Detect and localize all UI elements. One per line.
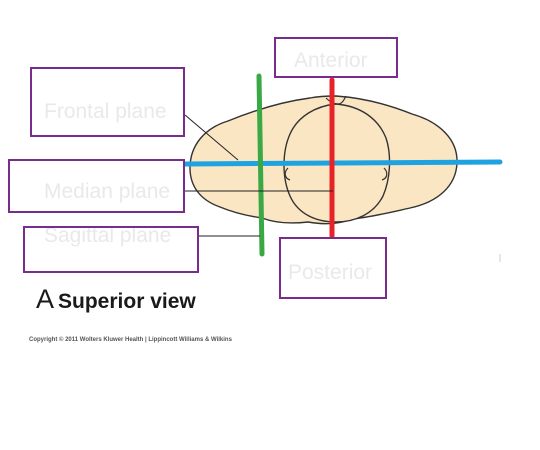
frontal-plane-label: Frontal plane — [44, 100, 167, 123]
sagittal-plane-line — [256, 73, 265, 257]
anterior-label-box[interactable] — [274, 37, 398, 78]
median-plane-label-box[interactable] — [8, 159, 185, 213]
brain-detail-left — [284, 167, 291, 181]
frontal-plane-label-box[interactable] — [30, 67, 185, 137]
copyright-notice: Copyright © 2011 Wolters Kluwer Health |… — [29, 337, 232, 343]
sagittal-plane-label-box[interactable] — [23, 226, 199, 273]
sagittal-plane-label: Sagittal plane — [44, 224, 172, 247]
posterior-label: Posterior — [288, 261, 373, 284]
frontal-plane-line — [182, 159, 503, 167]
brain-detail-right — [381, 167, 388, 181]
anterior-label: Anterior — [294, 49, 368, 72]
frontal-plane-leader — [184, 114, 239, 161]
median-plane-label: Median plane — [44, 180, 171, 203]
posterior-label-box[interactable] — [279, 237, 387, 299]
view-letter: A — [36, 284, 55, 314]
view-title: Superior view — [58, 290, 196, 313]
